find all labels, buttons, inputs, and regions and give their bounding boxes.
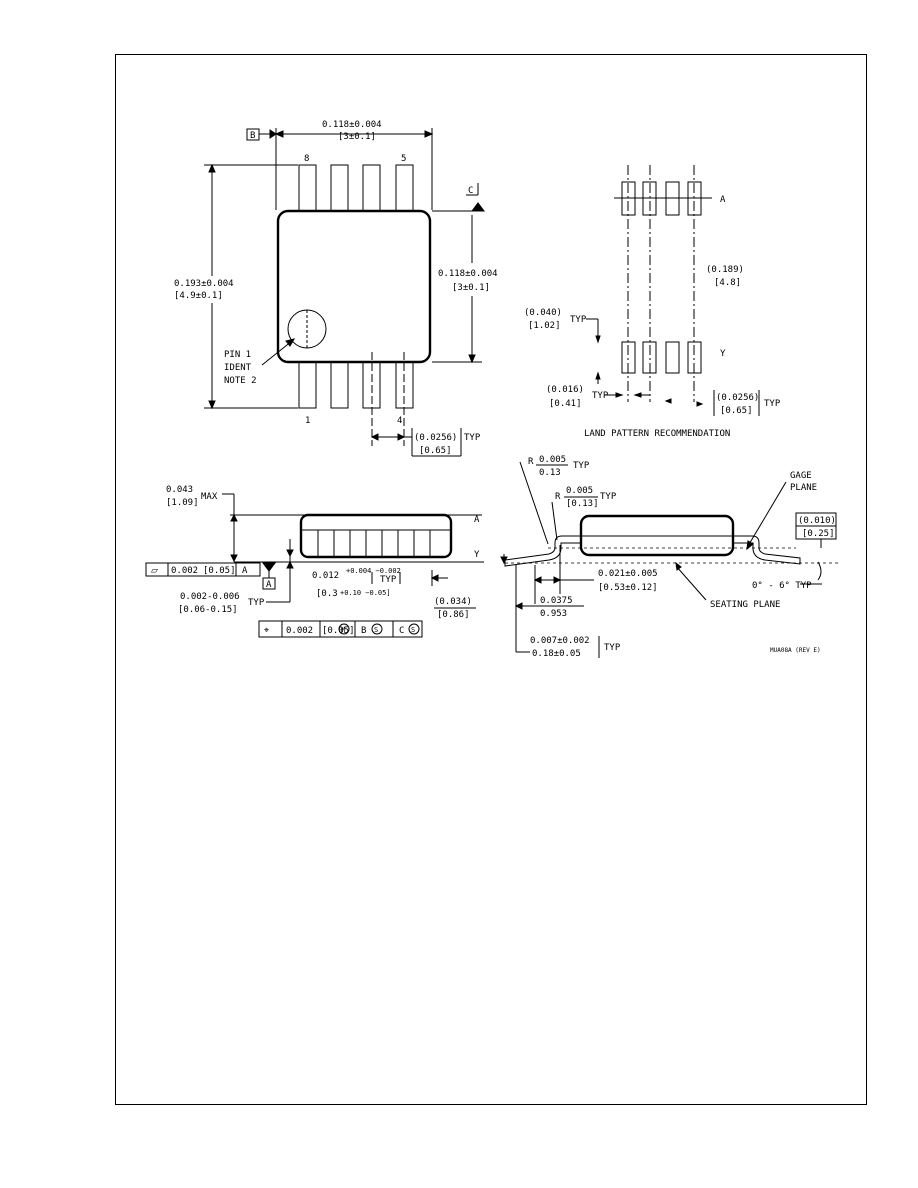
land-pad-w-in: (0.016) — [546, 385, 584, 395]
r1-prefix: R — [528, 457, 534, 467]
pin1-ident-line3: NOTE 2 — [224, 376, 257, 386]
position-value: 0.002 — [286, 626, 313, 636]
lead-width-mm: [0.3 — [316, 589, 338, 599]
end-view: R 0.005 0.13 TYP R 0.005 [0.13] TYP GAGE… — [500, 455, 838, 659]
pin-4-label: 4 — [397, 416, 402, 426]
overall-length-in: 0.193±0.004 — [174, 279, 234, 289]
land-pad-len-mm: [1.02] — [528, 321, 561, 331]
top-pitch-in: (0.0256) — [414, 433, 457, 443]
body-height-mm: [0.86] — [437, 610, 470, 620]
r2-prefix: R — [555, 492, 561, 502]
position-symbol: ⌖ — [264, 626, 269, 636]
foot2-mm: 0.953 — [540, 609, 567, 619]
overall-length-mm: [4.9±0.1] — [174, 291, 223, 301]
standoff-mm: [0.06-0.15] — [178, 605, 238, 615]
land-datum-a: A — [720, 195, 726, 205]
r2-typ: TYP — [600, 492, 617, 502]
top-width-mm: [3±0.1] — [338, 132, 376, 142]
r1-in: 0.005 — [539, 455, 566, 465]
body-height-in: (0.034) — [434, 597, 472, 607]
r2-in: 0.005 — [566, 486, 593, 496]
side-top-mark: A — [474, 515, 480, 525]
side-height-in: 0.043 — [166, 485, 193, 495]
land-pad-len-in: (0.040) — [524, 308, 562, 318]
lead-width-in: 0.012 — [312, 571, 339, 581]
top-pitch-mm: [0.65] — [419, 446, 452, 456]
lead-thickness-mm: 0.18±0.05 — [532, 649, 581, 659]
standoff-typ: TYP — [248, 598, 265, 608]
svg-text:Y: Y — [474, 550, 480, 560]
lead-thickness-typ: TYP — [604, 643, 621, 653]
gage-line2: PLANE — [790, 483, 817, 493]
land-pitch-mm: [0.65] — [720, 406, 753, 416]
r1-typ: TYP — [573, 461, 590, 471]
left-lead — [504, 535, 581, 567]
land-pattern-view: A Y (0.189) [4.8] (0.040) TYP [1.02] (0.… — [524, 165, 781, 439]
right-lead — [733, 535, 801, 565]
position-mm: [0.05] — [322, 626, 355, 636]
land-pitch-typ: TYP — [764, 399, 781, 409]
land-pad-w-mm: [0.41] — [549, 399, 582, 409]
seating-plane-label: SEATING PLANE — [710, 600, 780, 610]
top-view: B 0.118±0.004 [3±0.1] 8 5 1 4 — [174, 120, 498, 457]
pin-8-label: 8 — [304, 154, 309, 164]
datum-a-label: A — [266, 580, 272, 590]
foot-mm: [0.53±0.12] — [598, 583, 658, 593]
r1-mm: 0.13 — [539, 468, 561, 478]
foot-in: 0.021±0.005 — [598, 569, 658, 579]
lead-thickness-in: 0.007±0.002 — [530, 636, 590, 646]
datum-c-label: C — [468, 186, 473, 196]
lead-width-typ: TYP — [380, 575, 397, 585]
top-width-in: 0.118±0.004 — [322, 120, 382, 130]
land-span-mm: [4.8] — [714, 278, 741, 288]
top-pitch-typ: TYP — [464, 433, 481, 443]
position-frame — [258, 620, 423, 638]
r2-mm: [0.13] — [566, 499, 599, 509]
position-c: C — [399, 626, 404, 636]
land-span-in: (0.189) — [706, 265, 744, 275]
drawing-frame — [115, 54, 867, 1105]
lead-width-tol: +0.004 −0.002 — [346, 567, 401, 575]
gage-line1: GAGE — [790, 471, 812, 481]
side-body — [299, 513, 453, 559]
body-width-mm: [3±0.1] — [452, 283, 490, 293]
package-body — [276, 209, 432, 364]
land-pattern-title: LAND PATTERN RECOMMENDATION — [584, 429, 730, 439]
position-m: M — [341, 626, 345, 634]
pin-5-label: 5 — [401, 154, 406, 164]
lead-width-mm-tol: +0.10 −0.05] — [340, 589, 391, 597]
land-datum-y: Y — [720, 349, 726, 359]
drawing-id: MUA08A (REV E) — [770, 647, 821, 654]
land-pad-len-typ: TYP — [570, 315, 587, 325]
flatness-value: 0.002 — [171, 566, 198, 576]
flatness-mm: [0.05] — [203, 566, 236, 576]
side-view: 0.043 [1.09] MAX A Y ⏥ 0.002 [0.05] A A — [145, 485, 484, 638]
flatness-frame — [145, 562, 261, 577]
side-height-mm: [1.09] — [166, 498, 199, 508]
flatness-ref: A — [242, 566, 248, 576]
pin1-ident-line1: PIN 1 — [224, 350, 251, 360]
pin-1-label: 1 — [305, 416, 310, 426]
datum-b-label: B — [250, 131, 255, 141]
flatness-symbol: ⏥ — [151, 566, 158, 576]
body-width-in: 0.118±0.004 — [438, 269, 498, 279]
gage-mm: [0.25] — [802, 529, 835, 539]
land-pad-w-typ: TYP — [592, 391, 609, 401]
gage-in: (0.010) — [798, 516, 836, 526]
foot2-in: 0.0375 — [540, 596, 573, 606]
standoff-in: 0.002-0.006 — [180, 592, 240, 602]
position-cs: S — [411, 626, 415, 634]
pin1-ident-line2: IDENT — [224, 363, 252, 373]
position-b: B — [361, 626, 366, 636]
position-bs: S — [374, 626, 378, 634]
side-height-max: MAX — [201, 492, 218, 502]
land-pitch-in: (0.0256) — [716, 393, 759, 403]
angle-label: 0° - 6° TYP — [752, 581, 812, 591]
